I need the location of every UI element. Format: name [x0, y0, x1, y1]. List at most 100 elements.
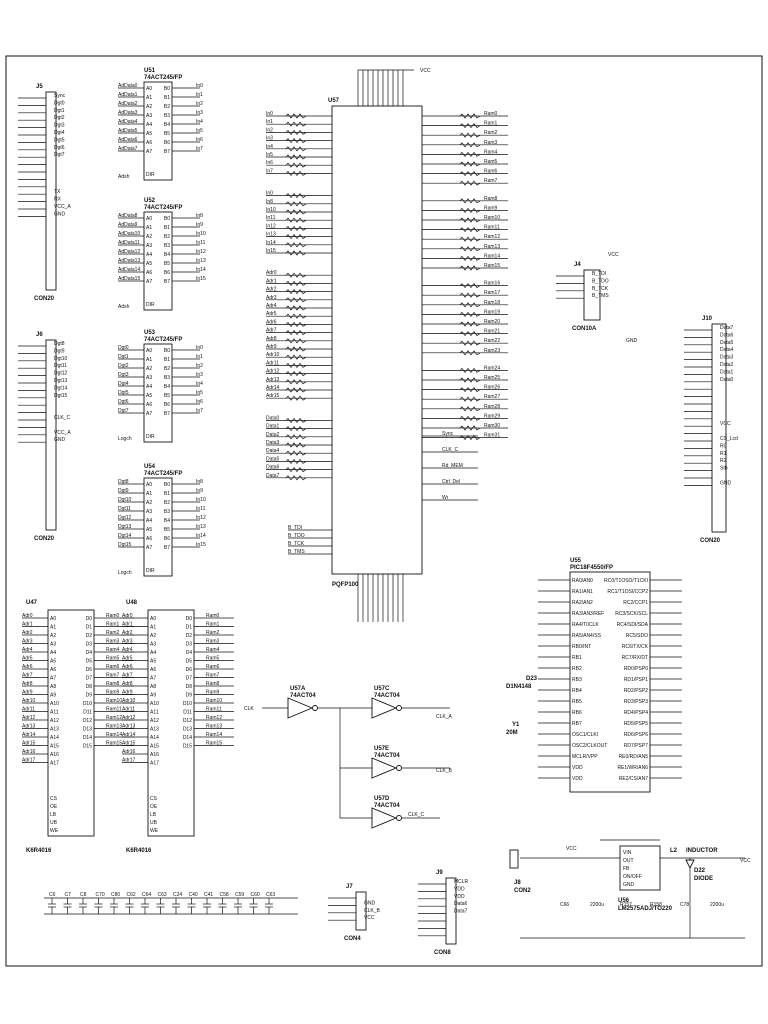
pin-label: A2 — [50, 633, 56, 639]
pin-label: RB0/INT — [572, 644, 591, 650]
net-label: Adr14 — [122, 732, 136, 738]
pin-label: B5 — [164, 131, 170, 137]
pin-label: CS — [50, 796, 58, 802]
net-label: Ram13 — [106, 724, 122, 730]
net-label: Dgt5 — [118, 390, 129, 396]
net-label: Adr13 — [266, 377, 280, 383]
net-label: Ram9 — [484, 205, 498, 211]
pin-label: D15 — [83, 744, 92, 750]
pin-label: OE — [50, 804, 58, 810]
net-label: Ram5 — [106, 656, 120, 662]
net-label: R1 — [720, 451, 727, 457]
pin-label: A5 — [146, 261, 152, 267]
net-label: GND — [54, 437, 66, 443]
series-resistor — [285, 113, 307, 119]
pin-label: D10 — [83, 701, 92, 707]
pin-label: A14 — [50, 735, 59, 741]
connector-j8 — [509, 849, 519, 869]
net-label: Wr — [442, 495, 449, 501]
inverter-u57d — [371, 807, 398, 829]
net-label: Dgt8 — [54, 341, 65, 347]
capacitor-label: C7 — [65, 892, 72, 898]
component-part: K6R4016 — [126, 848, 152, 854]
series-resistor — [459, 255, 481, 261]
net-label: In0 — [196, 345, 203, 351]
pin-label: B6 — [164, 140, 170, 146]
net-label: In8 — [196, 479, 203, 485]
pin-label: A7 — [146, 545, 152, 551]
pin-label: B7 — [164, 279, 170, 285]
pin-label: UB — [150, 820, 158, 826]
series-resistor — [459, 283, 481, 289]
pin-label: ON/OFF — [623, 874, 642, 880]
component-part: CON2 — [514, 888, 531, 894]
net-label: Data7 — [720, 325, 734, 331]
pin-label: D3 — [186, 642, 193, 648]
pin-label: A11 — [50, 710, 59, 716]
series-resistor — [285, 201, 307, 207]
net-label: AdData2 — [118, 101, 138, 107]
component-part: CON20 — [34, 296, 55, 302]
net-label: Adr9 — [122, 690, 133, 696]
net-label: B_TMS — [592, 293, 609, 299]
net-label: Ram7 — [106, 673, 120, 679]
series-resistor — [285, 242, 307, 248]
connector-j5 — [45, 91, 57, 291]
net-label: Ram22 — [484, 338, 500, 344]
net-label: AdData4 — [118, 119, 138, 125]
pin-label: A7 — [146, 411, 152, 417]
net-label: In6 — [196, 399, 203, 405]
pin-label: FB — [623, 866, 630, 872]
net-label: Data6 — [266, 465, 280, 471]
series-resistor — [285, 450, 307, 456]
series-resistor — [459, 425, 481, 431]
diode-d22 — [685, 859, 695, 870]
pin-label: B1 — [164, 95, 170, 101]
pin-label: A6 — [50, 667, 56, 673]
pin-label: A1 — [50, 625, 56, 631]
sram-u48 — [147, 609, 195, 837]
net-label: AdData11 — [118, 240, 140, 246]
pin-label: B6 — [164, 402, 170, 408]
net-label: VDD — [454, 894, 465, 900]
pin-label: A3 — [146, 113, 152, 119]
series-resistor — [285, 321, 307, 327]
component-ref: U57C — [374, 686, 390, 692]
net-label: Adr12 — [122, 715, 136, 721]
net-label: Dgt14 — [118, 533, 132, 539]
net-label: B_TDO — [592, 278, 609, 284]
pin-label: RC4/SDI/SDA — [617, 622, 649, 628]
pin-label: A10 — [150, 701, 159, 707]
net-label: Dgt7 — [54, 152, 65, 158]
pin-label: RA5/AN4/SS — [572, 633, 602, 639]
net-label: Ram7 — [484, 178, 498, 184]
pin-label: A4 — [146, 384, 152, 390]
connector-j7 — [355, 891, 367, 931]
series-resistor — [285, 346, 307, 352]
net-label: Data2 — [720, 362, 734, 368]
connector-j10 — [711, 323, 727, 533]
regulator-u56 — [619, 845, 661, 891]
pin-label: A15 — [150, 744, 159, 750]
net-vcc: VCC — [566, 846, 577, 852]
mcu-u55 — [569, 571, 651, 793]
component-part: DIODE — [694, 876, 713, 882]
net-label: Adr7 — [22, 673, 33, 679]
net-label: Ram0 — [206, 613, 220, 619]
pin-label: A0 — [146, 86, 152, 92]
pin-label: A8 — [150, 684, 156, 690]
net-label: In15 — [196, 276, 206, 282]
net-label: Dgt9 — [118, 488, 129, 494]
net-label: Ram15 — [206, 741, 222, 747]
net-label: VDD — [454, 886, 465, 892]
component-part: PQFP100 — [332, 582, 359, 588]
inverter-u57c — [371, 697, 398, 719]
net-label: In15 — [196, 542, 206, 548]
component-part: INDUCTOR — [686, 848, 718, 854]
net-label: Ram0 — [106, 613, 120, 619]
pin-label: RB7 — [572, 721, 582, 727]
series-resistor — [459, 171, 481, 177]
pin-label: DIR — [146, 434, 155, 440]
net-label: Ram14 — [106, 732, 122, 738]
